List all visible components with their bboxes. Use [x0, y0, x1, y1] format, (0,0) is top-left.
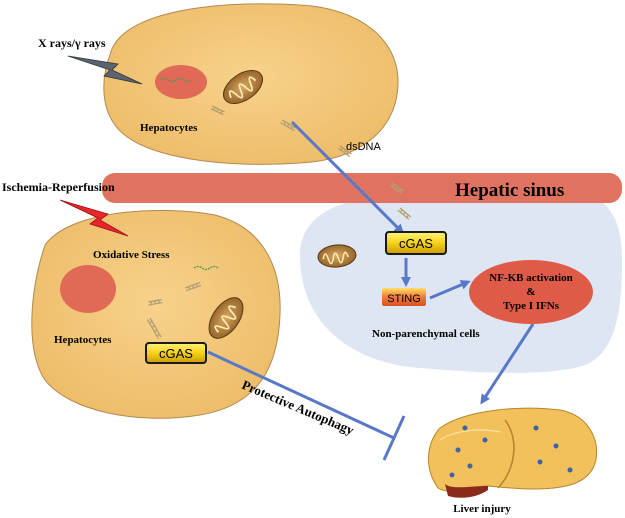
ischemia-reperfusion-label: Ischemia-Reperfusion [2, 180, 115, 194]
top-nucleus [155, 65, 207, 99]
hepatocytes-bottom-label: Hepatocytes [54, 334, 112, 346]
nfkb-label-line1: NF-KB activation [489, 272, 572, 284]
dsdna-to-cgas-arrow [290, 120, 405, 235]
cgas-box-hepatocyte [145, 342, 207, 364]
oxidative-stress-label: Oxidative Stress [93, 249, 170, 261]
nfkb-label-line2: & [526, 286, 535, 298]
xrays-label: X rays/γ rays [38, 36, 106, 50]
xray-lightning-icon [67, 55, 143, 85]
cgas-hepatocyte-label: cGAS [159, 346, 193, 361]
bottom-mitochondrion [208, 297, 244, 339]
hepatic-sinus-label: Hepatic sinus [455, 180, 564, 201]
nfkb-ifn-ellipse [469, 260, 593, 324]
sting-box [382, 288, 426, 306]
dsdna-fragments [146, 105, 412, 339]
hepatocytes-top-label: Hepatocytes [140, 122, 198, 134]
bottom-hepatocyte-cell [31, 209, 281, 419]
autophagy-inhibition-line [207, 350, 395, 440]
sting-label: STING [387, 293, 421, 305]
cgas-box-npc [385, 231, 447, 255]
cgas-npc-label: cGAS [399, 236, 433, 251]
hepatic-sinus-band [102, 173, 622, 203]
top-mitochondrion [222, 69, 264, 105]
sting-to-nfkb-arrow [429, 280, 471, 300]
npc-mitochondrion [317, 244, 357, 268]
bottom-nucleus [60, 265, 116, 313]
protective-autophagy-label: Protective Autophagy [240, 377, 357, 438]
liver-injury-label: Liver injury [453, 503, 511, 515]
inhibition-bar [382, 415, 406, 461]
nfkb-label-line3: Type I IFNs [503, 300, 560, 312]
ischemia-lightning-icon [59, 199, 129, 237]
dsdna-label: dsDNA [346, 141, 382, 153]
green-dna-strands [159, 77, 219, 271]
non-parenchymal-label: Non-parenchymal cells [372, 328, 480, 340]
nfkb-to-liver-arrow [480, 323, 535, 405]
liver-illustration [428, 407, 598, 498]
